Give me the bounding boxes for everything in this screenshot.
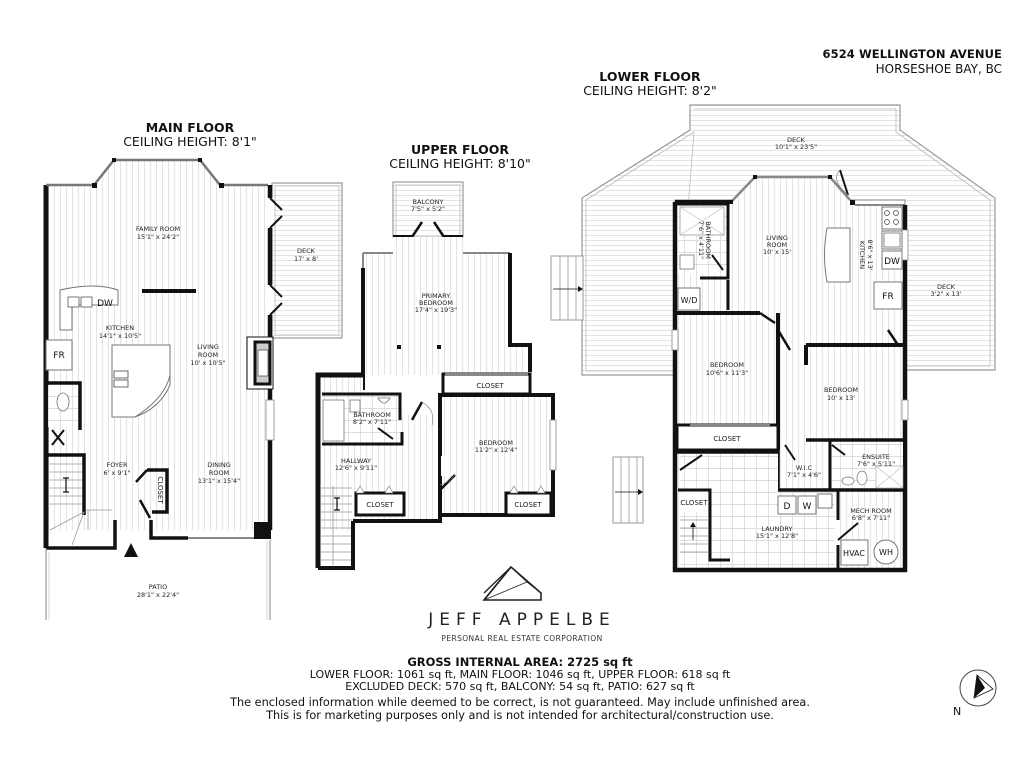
main-living-label-2: ROOM xyxy=(198,351,218,359)
upper-floor-ceiling: CEILING HEIGHT: 8'10" xyxy=(389,156,531,171)
disclaimer: The enclosed information while deemed to… xyxy=(180,696,860,722)
lower-closet-stair-label: CLOSET xyxy=(680,499,708,507)
upper-closet-bed-label: CLOSET xyxy=(514,501,542,509)
lower-living-label-1: LIVING xyxy=(766,234,788,242)
ensuite-dims: 7'6" x 5'11" xyxy=(857,460,895,468)
main-fridge-label: FR xyxy=(53,351,64,361)
main-dishwasher-label: DW xyxy=(97,299,113,309)
balcony-dims: 7'5" x 5'2" xyxy=(411,205,445,213)
address-street: 6524 WELLINGTON AVENUE xyxy=(822,47,1002,61)
upper-bathroom-dims: 8'2" x 7'11" xyxy=(353,418,391,426)
balcony-label: BALCONY xyxy=(412,198,443,206)
upper-closet-hall-label: CLOSET xyxy=(366,501,394,509)
upper-floor-title: UPPER FLOOR CEILING HEIGHT: 8'10" xyxy=(360,143,560,171)
water-heater-label: WH xyxy=(879,548,893,557)
main-kitchen-label: KITCHEN xyxy=(106,324,134,332)
dining-dims: 13'1" x 15'4" xyxy=(198,477,240,485)
dining-label-1: DINING xyxy=(207,461,231,469)
lower-deck-top-label: DECK xyxy=(787,136,806,144)
hvac-label: HVAC xyxy=(843,549,865,558)
compass-north-label: N xyxy=(953,705,962,718)
floor-areas: LOWER FLOOR: 1061 sq ft, MAIN FLOOR: 104… xyxy=(309,667,731,681)
lower-floor-plan: BATHROOM 7'6" x 4'11" W/D DW FR KITCHEN … xyxy=(550,104,996,573)
lower-closet-bed-label: CLOSET xyxy=(713,435,741,443)
foyer-label: FOYER xyxy=(106,461,128,469)
lower-kitchen-label: KITCHEN xyxy=(858,241,866,269)
brand-logo-icon xyxy=(482,565,542,601)
lower-deck-top-dims: 10'1" x 23'5" xyxy=(775,143,817,151)
lower-deck-right-label: DECK xyxy=(937,283,956,291)
brand-subtitle: PERSONAL REAL ESTATE CORPORATION xyxy=(441,634,603,643)
main-deck-area xyxy=(271,182,343,339)
laundry-dims: 15'1" x 12'8" xyxy=(756,532,798,540)
excluded-areas: EXCLUDED DECK: 570 sq ft, BALCONY: 54 sq… xyxy=(345,680,695,693)
main-living-dims: 10' x 10'5" xyxy=(190,359,225,367)
lower-floor-ceiling: CEILING HEIGHT: 8'2" xyxy=(583,83,717,98)
lower-washer-dryer-label: W/D xyxy=(681,296,698,305)
wic-label: W.I.C xyxy=(796,464,813,472)
main-floor-plan: DW FR CLOSET xyxy=(43,158,343,620)
upper-floor-plan: CLOSET CLOSET CLOSET xyxy=(315,181,557,570)
lower-fridge-label: FR xyxy=(882,292,893,302)
wic-dims: 7'1" x 4'6" xyxy=(787,471,821,479)
lower-living-dims: 10' x 15' xyxy=(763,248,791,256)
dining-label-2: ROOM xyxy=(209,469,229,477)
foyer-dims: 6' x 9'1" xyxy=(104,469,131,477)
lower-bathroom-label: BATHROOM xyxy=(704,221,712,259)
brand-name: JEFF APPELBE xyxy=(428,610,616,630)
upper-bedroom-label: BEDROOM xyxy=(479,439,513,447)
address-city: HORSESHOE BAY, BC xyxy=(875,62,1002,76)
lower-kitchen-dims: 8'6" x 13' xyxy=(866,239,874,270)
lower-bedroom1-dims: 10'6" x 11'3" xyxy=(706,369,748,377)
primary-bedroom-label-2: BEDROOM xyxy=(419,299,453,307)
primary-bedroom-dims: 17'4" x 19'3" xyxy=(415,306,457,314)
main-living-label-1: LIVING xyxy=(197,343,219,351)
mech-room-label: MECH ROOM xyxy=(850,507,892,515)
lower-floor-title: LOWER FLOOR CEILING HEIGHT: 8'2" xyxy=(560,70,740,98)
upper-bedroom-dims: 11'2" x 12'4" xyxy=(475,446,517,454)
north-compass-icon xyxy=(959,669,997,707)
mech-room-dims: 6'8" x 7'11" xyxy=(852,514,890,522)
disclaimer-line-2: This is for marketing purposes only and … xyxy=(266,709,774,722)
laundry-label: LAUNDRY xyxy=(762,525,793,533)
patio-dims: 28'1" x 22'4" xyxy=(137,591,179,599)
lower-deck-right-dims: 3'2" x 13' xyxy=(930,290,961,298)
main-floor-ceiling: CEILING HEIGHT: 8'1" xyxy=(123,134,257,149)
lower-floor-name: LOWER FLOOR xyxy=(599,69,701,84)
lower-bedroom2-label: BEDROOM xyxy=(824,386,858,394)
upper-closet-primary-label: CLOSET xyxy=(476,382,504,390)
property-address: 6524 WELLINGTON AVENUE HORSESHOE BAY, BC xyxy=(823,47,1003,77)
patio-label: PATIO xyxy=(149,583,167,591)
upper-floor-name: UPPER FLOOR xyxy=(411,142,509,157)
main-floor-title: MAIN FLOOR CEILING HEIGHT: 8'1" xyxy=(100,121,280,149)
lower-washer-label: W xyxy=(803,502,812,512)
lower-bedroom2-dims: 10' x 13' xyxy=(827,394,855,402)
area-summary: GROSS INTERNAL AREA: 2725 sq ft LOWER FL… xyxy=(200,656,840,694)
main-floor-name: MAIN FLOOR xyxy=(145,120,235,135)
main-deck-label: DECK xyxy=(297,247,316,255)
lower-bathroom-dims: 7'6" x 4'11" xyxy=(697,221,705,259)
family-room-dims: 15'1" x 24'2" xyxy=(137,233,179,241)
main-kitchen-dims: 14'1" x 10'5" xyxy=(99,332,141,340)
disclaimer-line-1: The enclosed information while deemed to… xyxy=(230,696,810,709)
main-deck-dims: 17' x 8' xyxy=(294,255,318,263)
lower-dishwasher-label: DW xyxy=(884,257,900,267)
primary-bedroom-label-1: PRIMARY xyxy=(422,292,451,300)
lower-living-label-2: ROOM xyxy=(767,241,787,249)
main-closet-label: CLOSET xyxy=(156,476,164,504)
hallway-label: HALLWAY xyxy=(341,457,371,465)
ensuite-label: ENSUITE xyxy=(862,453,890,461)
gross-area: GROSS INTERNAL AREA: 2725 sq ft xyxy=(407,655,633,669)
hallway-dims: 12'6" x 9'11" xyxy=(335,464,377,472)
lower-bedroom1-label: BEDROOM xyxy=(710,361,744,369)
family-room-label: FAMILY ROOM xyxy=(136,225,180,233)
entry-arrow-icon xyxy=(124,543,138,557)
upper-bathroom-label: BATHROOM xyxy=(353,411,391,419)
lower-dryer-label: D xyxy=(784,502,791,512)
